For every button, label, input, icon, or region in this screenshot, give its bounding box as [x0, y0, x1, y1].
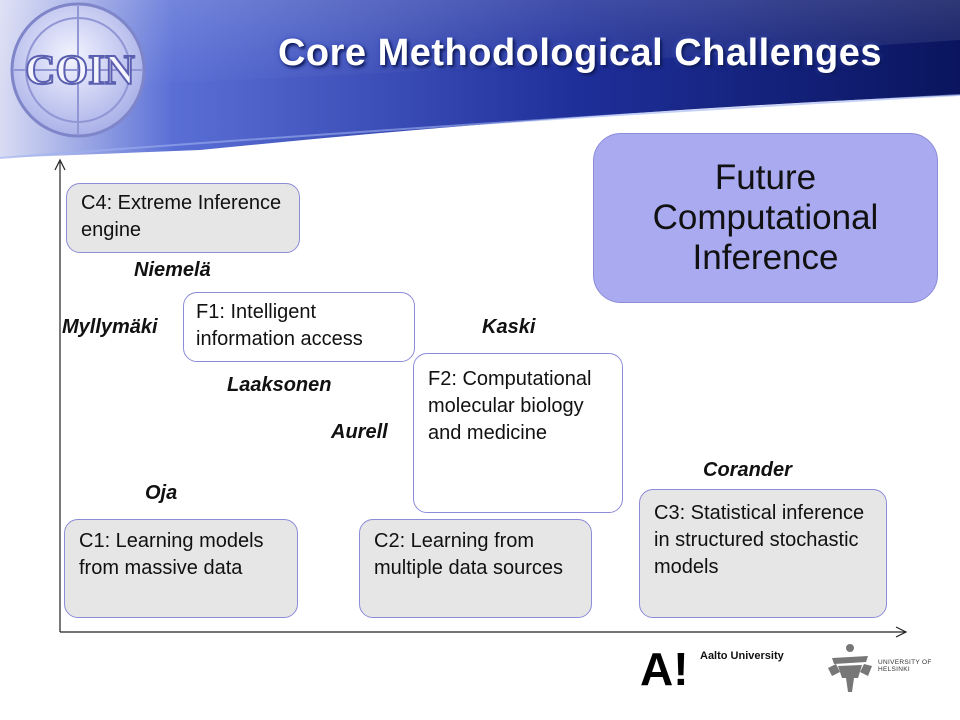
- coin-logo: COIN: [10, 2, 146, 138]
- name-laaksonen: Laaksonen: [227, 374, 332, 396]
- logo-text: COIN: [25, 48, 135, 94]
- box-c3-label: C3: Statistical inference in structured …: [654, 502, 865, 578]
- box-c2: C2: Learning from multiple data sources: [359, 519, 592, 618]
- name-kaski: Kaski: [482, 316, 536, 338]
- future-computational-inference-box: Future Computational Inference: [593, 133, 938, 303]
- university-of-helsinki-name: UNIVERSITY OF HELSINKI: [878, 659, 932, 673]
- box-c3: C3: Statistical inference in structured …: [639, 489, 887, 618]
- name-myllymaki: Myllymäki: [62, 316, 158, 338]
- name-corander: Corander: [703, 459, 792, 481]
- box-c1: C1: Learning models from massive data: [64, 519, 298, 618]
- name-niemela: Niemelä: [134, 259, 211, 281]
- y-axis-arrow: [54, 158, 66, 171]
- box-c4-label: C4: Extreme Inference engine: [81, 192, 282, 241]
- header-background: [0, 0, 960, 159]
- header-banner: [0, 0, 960, 160]
- name-aurell: Aurell: [331, 421, 388, 443]
- box-f2: F2: Computational molecular biology and …: [413, 353, 623, 513]
- name-oja: Oja: [145, 482, 178, 504]
- future-box-label: Future Computational Inference: [652, 158, 879, 277]
- box-f2-label: F2: Computational molecular biology and …: [428, 368, 592, 444]
- aalto-university-name: Aalto University: [700, 650, 784, 662]
- box-f1: F1: Intelligent information access: [183, 292, 415, 362]
- page-title: Core Methodological Challenges: [277, 32, 883, 74]
- box-c4: C4: Extreme Inference engine: [66, 183, 300, 253]
- box-c1-label: C1: Learning models from massive data: [79, 530, 264, 579]
- box-f1-label: F1: Intelligent information access: [196, 301, 363, 350]
- aalto-mark-text: A!: [640, 645, 689, 690]
- aalto-logo-mark: A!: [640, 645, 689, 690]
- box-c2-label: C2: Learning from multiple data sources: [374, 530, 563, 579]
- helsinki-seal-icon: [828, 644, 872, 692]
- x-axis-arrow: [895, 626, 908, 638]
